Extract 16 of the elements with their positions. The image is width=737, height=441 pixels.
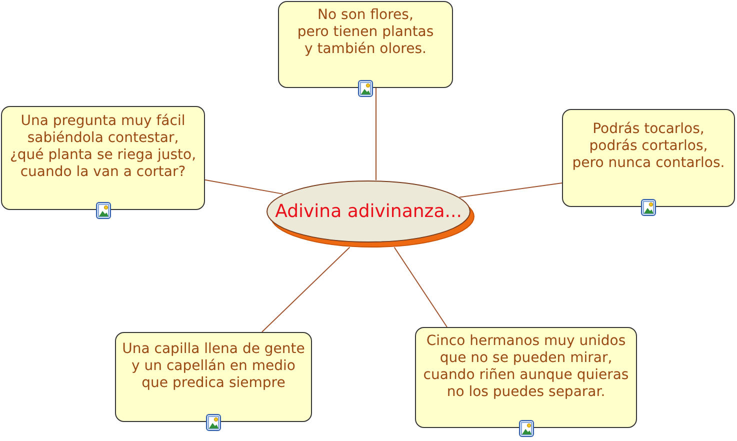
note-box [415, 327, 637, 428]
connector-line [204, 179, 284, 194]
riddle-text: Una pregunta muy fácil sabiéndola contestar, ¿qué planta se riega justo, cuando la van a cortar? [10, 112, 196, 180]
topic-ellipse [266, 180, 476, 249]
riddle-text: No son flores, pero tienen plantas y también olores. [297, 6, 434, 58]
note-box [1, 106, 205, 210]
note-box [115, 332, 312, 422]
connector-line [458, 182, 562, 198]
riddle-text: Podrás tocarlos, podrás cortarlos, pero nunca contarlos. [572, 120, 725, 172]
note-box [278, 1, 453, 88]
connector-line [394, 246, 448, 328]
riddle-text: Una capilla llena de gente y un capellán en medio que predica siempre [122, 340, 305, 392]
topic-text: Adivina adivinanza... [275, 200, 462, 222]
connector-line [261, 246, 350, 332]
note-box [562, 109, 735, 207]
riddle-text: Cinco hermanos muy unidos que no se pueden mirar, cuando riñen aunque quieras no los puedes separar. [423, 332, 629, 400]
